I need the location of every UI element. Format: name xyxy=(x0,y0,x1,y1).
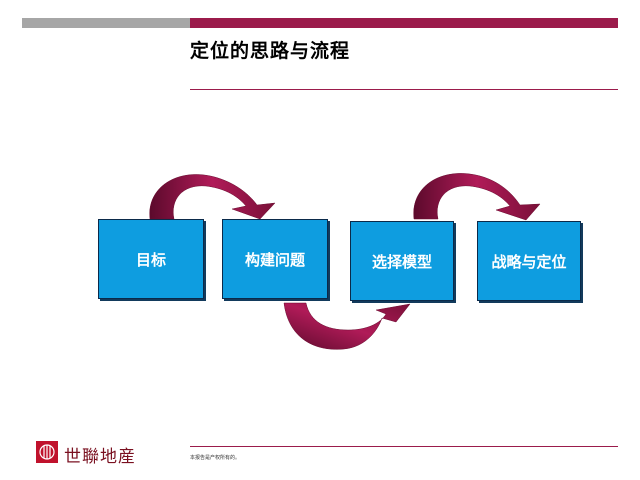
step-label: 战略与定位 xyxy=(491,252,567,271)
footer-divider xyxy=(190,446,618,447)
step-label: 目标 xyxy=(135,250,166,269)
step-box-choose-model: 选择模型 xyxy=(350,221,454,301)
company-logo-icon xyxy=(36,441,58,463)
curved-arrow-2 xyxy=(283,302,411,350)
curved-arrow-3 xyxy=(413,173,541,221)
header-gray-bar xyxy=(22,18,190,28)
step-label: 构建问题 xyxy=(244,250,305,269)
curved-arrow-1 xyxy=(149,174,276,220)
step-label: 选择模型 xyxy=(371,252,432,271)
step-box-build-problem: 构建问题 xyxy=(222,219,328,299)
footer-note: 本报告是产权所有的。 xyxy=(190,455,241,461)
step-box-goal: 目标 xyxy=(98,219,204,299)
header-accent-bar xyxy=(190,18,618,28)
step-box-strategy-positioning: 战略与定位 xyxy=(477,221,581,301)
title-divider xyxy=(190,89,618,90)
company-logo-text: 世聯地産 xyxy=(64,447,136,467)
page-title: 定位的思路与流程 xyxy=(190,40,351,62)
